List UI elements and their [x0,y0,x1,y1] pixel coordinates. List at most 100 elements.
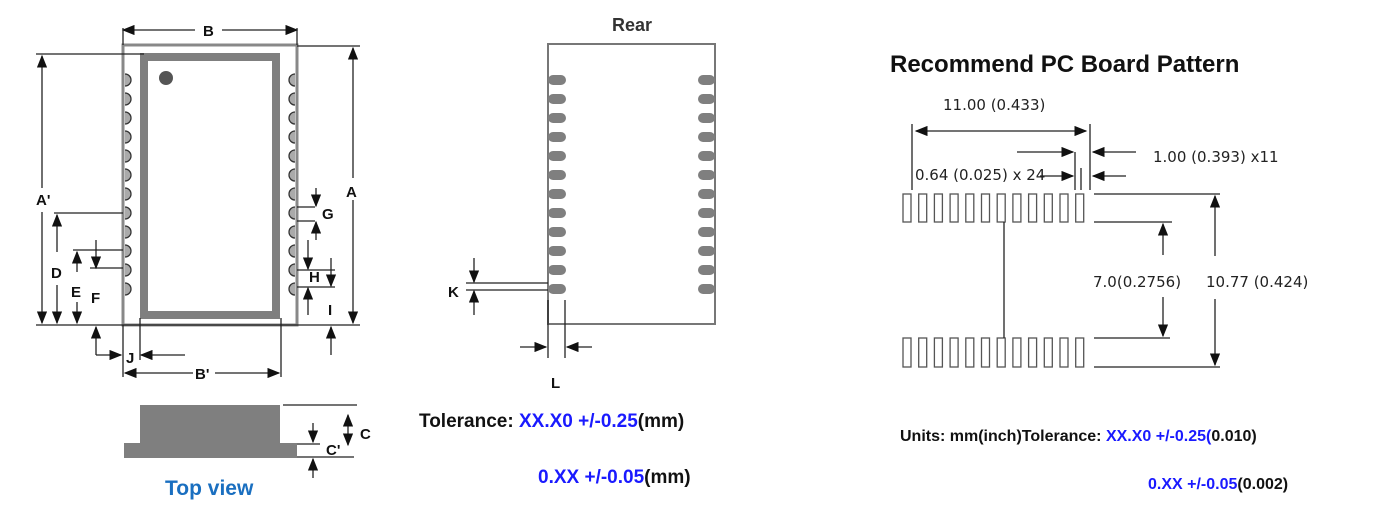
rear-pad [548,284,566,294]
top-view-caption: Top view [165,477,254,500]
dim-label-h: H [309,269,320,286]
dim-label-b-prime: B' [195,366,209,383]
shield-frame [140,53,280,319]
pcb-pad [996,337,1006,368]
castellation [124,149,132,163]
rear-pad [548,189,566,199]
left-castellations [124,73,132,296]
pcb-pad [1059,337,1069,368]
castellation [124,111,132,125]
castellation [124,282,132,296]
rear-pad [698,170,715,180]
dim-pad-width-label: 0.64 (0.025) x 24 [915,166,1045,184]
dim-outer-span-label: 10.77 (0.424) [1206,273,1308,291]
rear-right-pads [698,75,715,294]
castellation [288,187,296,201]
pcb-pad [1012,193,1022,223]
pcb-pattern-title: Recommend PC Board Pattern [890,51,1239,78]
rear-dimensions: K L [448,258,592,392]
castellation [124,263,132,277]
rear-tolerance-line-2: 0.XX +/-0.05(mm) [538,467,691,488]
pcb-pad [902,337,912,368]
pcb-pad [980,193,991,223]
pcb-pad [1043,337,1053,368]
castellation [288,92,296,106]
castellation [288,73,296,87]
pcb-pad [1043,193,1053,223]
dim-label-j: J [126,350,134,367]
pcb-pad [949,193,959,223]
rear-pad [548,170,566,180]
dim-label-a-prime: A' [36,192,50,209]
castellation [124,168,132,182]
pcb-pad [918,337,928,368]
rear-pad [698,132,715,142]
rear-pad [548,94,566,104]
dim-label-c-prime: C' [326,442,340,459]
rear-pad [548,208,566,218]
pcb-pad [965,193,975,223]
rear-pad [698,189,715,199]
rear-module-outline [547,43,716,325]
castellation [288,111,296,125]
side-profile: C C' [124,404,371,478]
rear-pad [548,132,566,142]
castellation [124,92,132,106]
castellation [288,130,296,144]
pcb-dimensions: 11.00 (0.433) 1.00 (0.393) x11 0.64 (0.0… [911,96,1308,368]
castellation [288,168,296,182]
dim-label-i: I [328,302,332,319]
pcb-pad [1027,193,1038,223]
dim-pitch-label: 1.00 (0.393) x11 [1153,148,1279,166]
castellation [124,73,132,87]
pcb-tolerance-line-2: 0.XX +/-0.05(0.002) [1148,476,1288,493]
pad-row-top [902,193,1085,223]
pcb-pad [1059,193,1069,223]
rear-pad [548,265,566,275]
pcb-pad [1075,337,1085,368]
dim-label-l: L [551,375,560,392]
castellation [288,244,296,258]
pcb-pad [949,337,959,368]
castellation [288,225,296,239]
rear-pad [698,265,715,275]
dim-label-d: D [51,265,62,282]
rear-pad [698,208,715,218]
pcb-tolerance-line-1: Units: mm(inch)Tolerance: XX.X0 +/-0.25(… [900,428,1257,445]
dim-label-g: G [322,206,334,223]
pcb-pad [996,193,1006,223]
pcb-pad [902,193,912,223]
rear-tolerance-line-1: Tolerance: XX.X0 +/-0.25(mm) [419,411,684,432]
top-view-dimensions: B A A' D E F G H I [36,23,360,383]
dim-label-a: A [346,184,357,201]
dim-inner-gap-label: 7.0(0.2756) [1093,273,1181,291]
castellation [124,206,132,220]
pcb-pad [933,193,944,223]
rear-pad [548,151,566,161]
pcb-pad [933,337,944,368]
dim-label-c: C [360,426,371,443]
rear-pad [698,94,715,104]
castellation [288,263,296,277]
rear-title: Rear [612,15,652,35]
rear-pad [698,113,715,123]
pcb-pad [1012,337,1022,368]
rear-pad [548,227,566,237]
dim-width-label: 11.00 (0.433) [943,96,1045,114]
castellation [124,130,132,144]
dim-label-b: B [203,23,214,40]
castellation [124,187,132,201]
pcb-pad [1027,337,1038,368]
castellation [124,244,132,258]
rear-pad [698,227,715,237]
pcb-pad [918,193,928,223]
top-view-module [121,43,299,327]
dim-label-k: K [448,284,459,301]
rear-pad [548,113,566,123]
pcb-pad [965,337,975,368]
right-castellations [288,73,296,296]
pcb-pad [980,337,991,368]
rear-pad [698,151,715,161]
rear-pad [698,75,715,85]
module-outline [121,43,299,327]
